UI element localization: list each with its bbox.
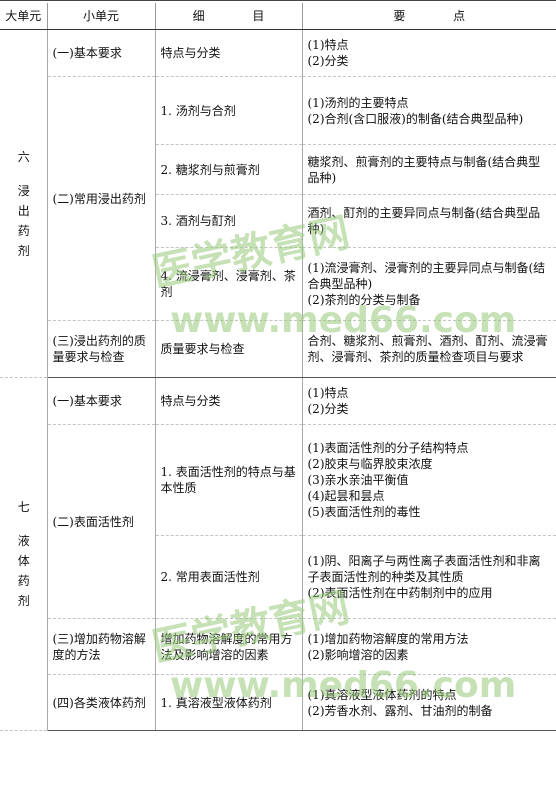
- subunit-cell: (一)基本要求: [47, 377, 156, 425]
- table-row: 2. 糖浆剂与煎膏剂 糖浆剂、煎膏剂的主要特点与制备(结合典型品种): [0, 144, 556, 195]
- points-cell: (1)汤剂的主要特点 (2)合剂(含口服液)的制备(结合典型品种): [302, 76, 556, 145]
- point-item: (2)分类: [307, 54, 349, 68]
- point-item: (2)合剂(含口服液)的制备(结合典型品种): [307, 111, 524, 126]
- unit-char: 剂: [17, 594, 30, 608]
- table-row: (四)各类液体药剂 1. 真溶液型液体药剂 (1)真溶液型液体药剂的特点 (2)…: [0, 674, 556, 731]
- subunit-cell: (一)基本要求: [47, 29, 156, 77]
- table-row: 2. 常用表面活性剂 (1)阴、阳离子与两性离子表面活性剂和非离子表面活性剂的种…: [0, 535, 556, 619]
- subunit-cell: (三)浸出药剂的质量要求与检查: [47, 320, 156, 378]
- point-item: (1)增加药物溶解度的常用方法: [307, 631, 469, 646]
- unit-label-6: 六 浸 出 药 剂: [0, 29, 48, 378]
- top-rule: [0, 0, 556, 1]
- table-row: (三)浸出药剂的质量要求与检查 质量要求与检查 合剂、糖浆剂、煎膏剂、酒剂、酊剂…: [0, 320, 556, 378]
- detail-cell: 2. 常用表面活性剂: [155, 535, 303, 619]
- points-cell: (1)特点 (2)分类: [302, 29, 556, 77]
- syllabus-table: 大单元 小单元 细 目 要 点 六 浸 出 药 剂 (一)基本要求 特点与分类: [0, 3, 556, 731]
- detail-cell: 1. 表面活性剂的特点与基本性质: [155, 424, 303, 536]
- table-row: (二)常用浸出药剂 1. 汤剂与合剂 (1)汤剂的主要特点 (2)合剂(含口服液…: [0, 76, 556, 321]
- points-cell: (1)表面活性剂的分子结构特点 (2)胶束与临界胶束浓度 (3)亲水亲油平衡值 …: [302, 424, 556, 536]
- subunit-cell: (四)各类液体药剂: [47, 674, 156, 731]
- header-unit: 大单元: [0, 3, 48, 30]
- points-cell: (1)特点 (2)分类: [302, 377, 556, 425]
- unit-char: 药: [17, 223, 30, 238]
- table-row: (二)表面活性剂 1. 表面活性剂的特点与基本性质 (1)表面活性剂的分子结构特…: [0, 424, 556, 619]
- unit-char: 六: [17, 149, 30, 164]
- point-item: (2)胶束与临界胶束浓度: [307, 457, 433, 471]
- header-subunit: 小单元: [47, 3, 156, 30]
- unit-label-7: 七 液 体 药 剂: [0, 377, 48, 731]
- detail-cell: 3. 酒剂与酊剂: [155, 194, 303, 248]
- detail-cell: 1. 汤剂与合剂: [155, 76, 303, 145]
- point-item: 糖浆剂、煎膏剂的主要特点与制备(结合典型品种): [307, 154, 541, 185]
- unit-char: 浸: [17, 183, 30, 198]
- unit-char: 出: [17, 203, 30, 218]
- detail-cell: 2. 糖浆剂与煎膏剂: [155, 144, 303, 195]
- points-cell: (1)阴、阳离子与两性离子表面活性剂和非离子表面活性剂的种类及其性质 (2)表面…: [302, 535, 556, 619]
- points-cell: (1)流浸膏剂、浸膏剂的主要异同点与制备(结合典型品种) (2)茶剂的分类与制备: [302, 247, 556, 321]
- detail-cell: 增加药物溶解度的常用方法及影响增溶的因素: [155, 618, 303, 675]
- table-row: 六 浸 出 药 剂 (一)基本要求 特点与分类 (1)特点 (2)分类: [0, 29, 556, 378]
- point-item: (3)亲水亲油平衡值: [307, 473, 409, 487]
- unit-char: 剂: [17, 243, 30, 258]
- detail-cell: 质量要求与检查: [155, 320, 303, 378]
- unit-char: 七: [17, 500, 30, 514]
- subunit-cell: (三)增加药物溶解度的方法: [47, 618, 156, 675]
- point-item: (1)表面活性剂的分子结构特点: [307, 441, 469, 455]
- table-row: 七 液 体 药 剂 (一)基本要求 特点与分类 (1)特点 (2)分类: [0, 377, 556, 731]
- point-item: (5)表面活性剂的毒性: [307, 505, 421, 519]
- point-item: 酒剂、酊剂的主要异同点与制备(结合典型品种): [307, 206, 541, 236]
- points-cell: (1)增加药物溶解度的常用方法 (2)影响增溶的因素: [302, 618, 556, 675]
- point-item: (2)分类: [307, 402, 349, 416]
- detail-cell: 4. 流浸膏剂、浸膏剂、茶剂: [155, 247, 303, 321]
- detail-cell: 特点与分类: [155, 377, 303, 425]
- table-row: 4. 流浸膏剂、浸膏剂、茶剂 (1)流浸膏剂、浸膏剂的主要异同点与制备(结合典型…: [0, 247, 556, 321]
- unit-char: 体: [17, 554, 30, 568]
- subunit-cell: (二)表面活性剂: [47, 424, 156, 619]
- point-item: (2)影响增溶的因素: [307, 647, 409, 662]
- points-cell: 合剂、糖浆剂、煎膏剂、酒剂、酊剂、流浸膏剂、浸膏剂、茶剂的质量检查项目与要求: [302, 320, 556, 378]
- subunit-cell: (二)常用浸出药剂: [47, 76, 156, 321]
- point-item: (1)阴、阳离子与两性离子表面活性剂和非离子表面活性剂的种类及其性质: [307, 554, 541, 584]
- table-row: 3. 酒剂与酊剂 酒剂、酊剂的主要异同点与制备(结合典型品种): [0, 194, 556, 248]
- header-detail: 细 目: [155, 3, 303, 30]
- points-cell: 糖浆剂、煎膏剂的主要特点与制备(结合典型品种): [302, 144, 556, 195]
- point-item: 合剂、糖浆剂、煎膏剂、酒剂、酊剂、流浸膏剂、浸膏剂、茶剂的质量检查项目与要求: [307, 334, 548, 364]
- point-item: (1)特点: [307, 38, 349, 52]
- unit-char: 液: [17, 534, 30, 548]
- detail-cell: 特点与分类: [155, 29, 303, 77]
- point-item: (1)真溶液型液体药剂的特点: [307, 687, 457, 702]
- header-row: 大单元 小单元 细 目 要 点: [0, 3, 556, 30]
- point-item: (1)汤剂的主要特点: [307, 95, 409, 110]
- point-item: (4)起昙和昙点: [307, 489, 385, 503]
- point-item: (1)流浸膏剂、浸膏剂的主要异同点与制备(结合典型品种): [307, 261, 546, 291]
- points-cell: (1)真溶液型液体药剂的特点 (2)芳香水剂、露剂、甘油剂的制备: [302, 674, 556, 731]
- table-row: (三)增加药物溶解度的方法 增加药物溶解度的常用方法及影响增溶的因素 (1)增加…: [0, 618, 556, 675]
- point-item: (2)茶剂的分类与制备: [307, 293, 421, 307]
- point-item: (2)表面活性剂在中药制剂中的应用: [307, 586, 493, 600]
- point-item: (2)芳香水剂、露剂、甘油剂的制备: [307, 703, 493, 718]
- unit-char: 药: [17, 574, 30, 588]
- detail-cell: 1. 真溶液型液体药剂: [155, 674, 303, 731]
- points-cell: 酒剂、酊剂的主要异同点与制备(结合典型品种): [302, 194, 556, 248]
- point-item: (1)特点: [307, 386, 349, 400]
- header-points: 要 点: [302, 3, 556, 30]
